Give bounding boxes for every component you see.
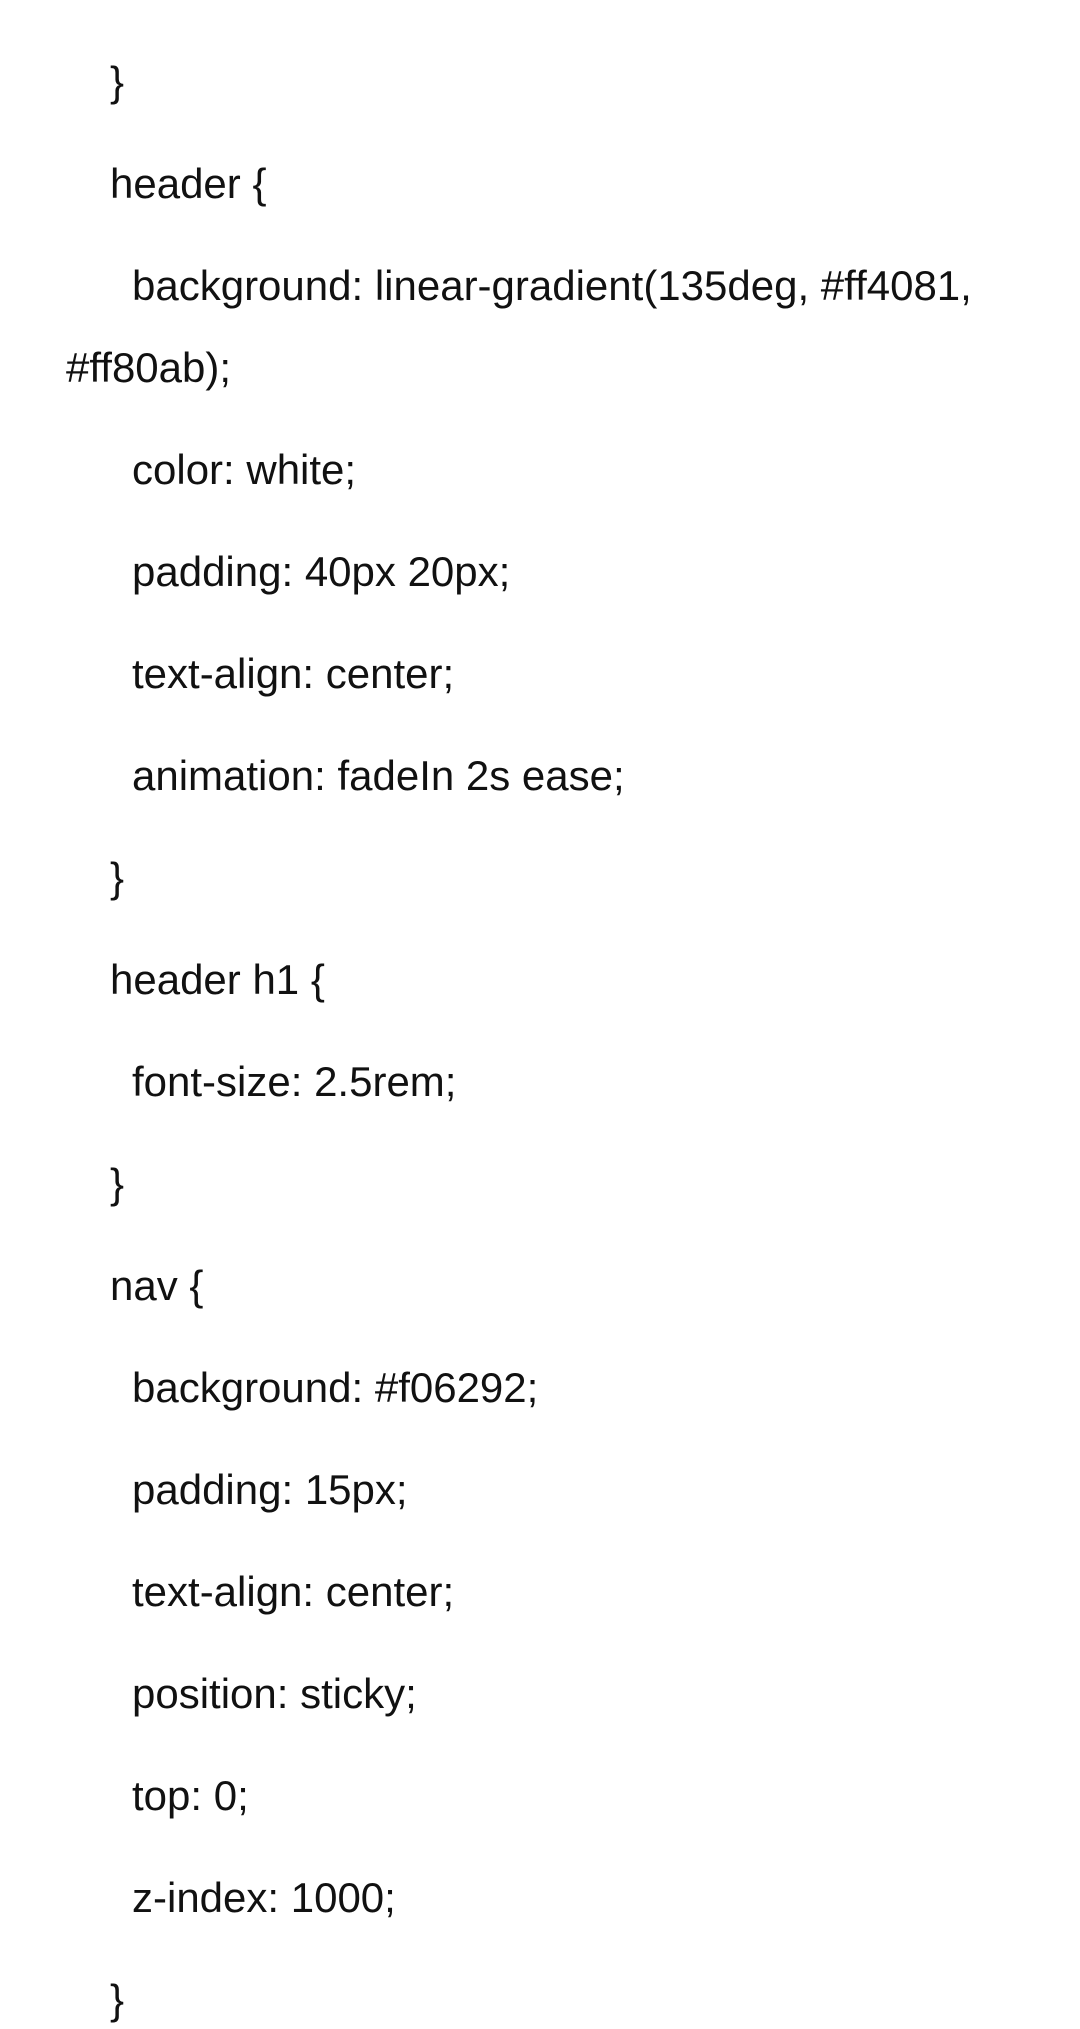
code-line: padding: 15px; <box>132 1466 408 1513</box>
code-line: #ff80ab); <box>66 344 232 391</box>
code-line: color: white; <box>132 446 357 493</box>
code-line: header { <box>110 160 267 207</box>
code-line: header h1 { <box>110 956 325 1003</box>
code-line: text-align: center; <box>132 650 455 697</box>
code-line: } <box>110 58 125 105</box>
code-line: background: #f06292; <box>132 1364 539 1411</box>
code-line: text-align: center; <box>132 1568 455 1615</box>
code-line: } <box>110 854 125 901</box>
code-line: z-index: 1000; <box>132 1874 396 1921</box>
code-line: position: sticky; <box>132 1670 417 1717</box>
code-line: top: 0; <box>132 1772 249 1819</box>
code-line: } <box>110 1976 125 2023</box>
code-line: padding: 40px 20px; <box>132 548 511 595</box>
code-line: nav { <box>110 1262 204 1309</box>
code-line: font-size: 2.5rem; <box>132 1058 457 1105</box>
code-line: animation: fadeIn 2s ease; <box>132 752 625 799</box>
code-line: background: linear-gradient(135deg, #ff4… <box>132 262 972 309</box>
code-line: } <box>110 1160 125 1207</box>
